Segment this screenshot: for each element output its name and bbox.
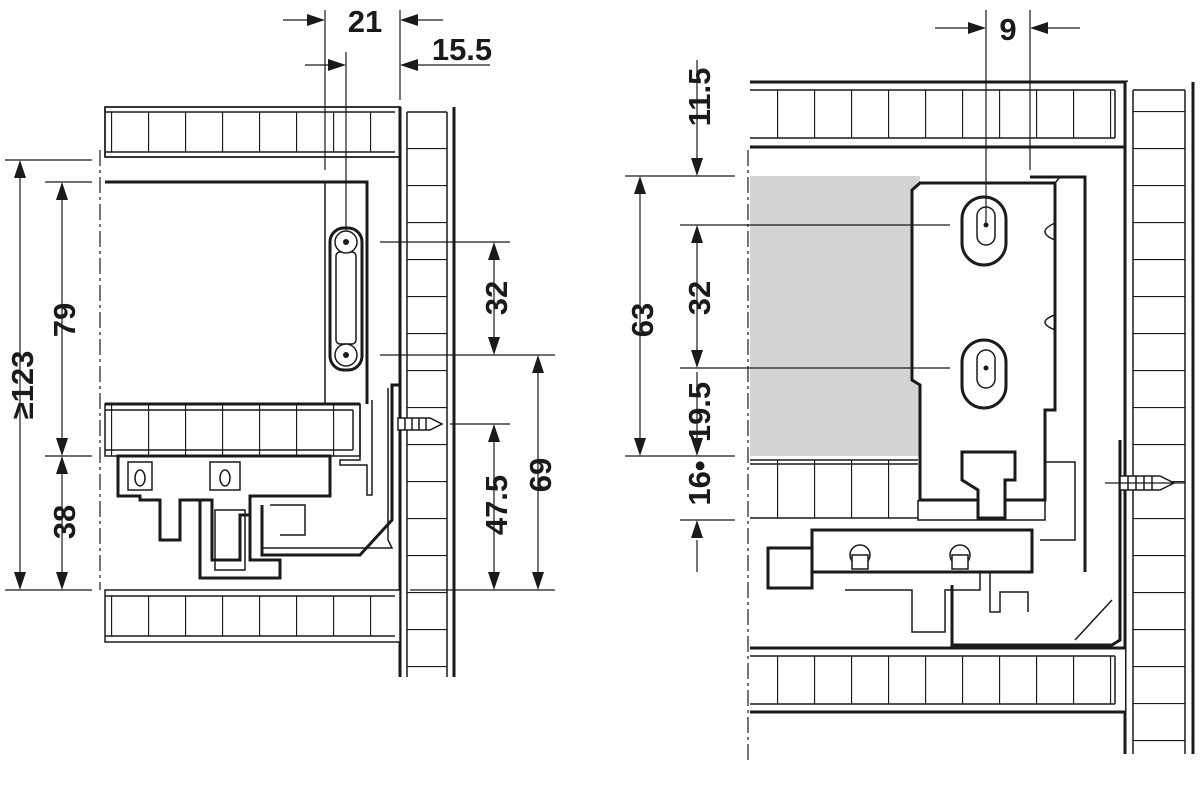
dim-15-5: 15.5 <box>432 32 492 67</box>
left-section-view: 21 15.5 ≥123 79 38 32 47.5 69 <box>5 4 558 677</box>
right-drawer-side-panel <box>750 176 920 456</box>
right-drawer-bottom-board <box>750 459 918 519</box>
dim-21: 21 <box>348 4 382 39</box>
left-drawer-side-panel <box>105 180 369 406</box>
bracket-hole-lower <box>983 365 989 371</box>
dim-38: 38 <box>47 505 82 539</box>
left-bottom-panel <box>104 589 401 643</box>
right-section-view: 9 11.5 63 32 19.5 16• <box>625 10 1195 760</box>
left-top-panel <box>104 106 401 158</box>
dim-16: 16• <box>682 460 717 505</box>
right-top-panel <box>750 80 1128 149</box>
dim-79: 79 <box>47 303 82 337</box>
dim-32-right: 32 <box>682 281 717 315</box>
left-cabinet-side-panel <box>398 107 456 677</box>
dim-69: 69 <box>523 458 558 492</box>
dim-47-5: 47.5 <box>479 475 514 535</box>
dim-9: 9 <box>999 12 1016 47</box>
right-fixing-screw <box>1105 475 1185 491</box>
right-front-fixing-bracket <box>910 175 1087 572</box>
dim-123-min: ≥123 <box>5 351 40 420</box>
dim-63: 63 <box>625 303 660 337</box>
dim-32: 32 <box>479 281 514 315</box>
right-runner-profile <box>766 440 1122 647</box>
left-fixing-screw <box>397 417 444 431</box>
dim-11-5: 11.5 <box>682 68 717 127</box>
right-cabinet-side-panel <box>1123 82 1195 754</box>
left-drawer-bottom-board <box>104 403 361 457</box>
right-bottom-panel <box>750 646 1125 714</box>
left-runner-profile <box>116 383 400 580</box>
left-adjustment-bracket <box>328 226 364 372</box>
dim-19-5: 19.5 <box>682 382 717 442</box>
